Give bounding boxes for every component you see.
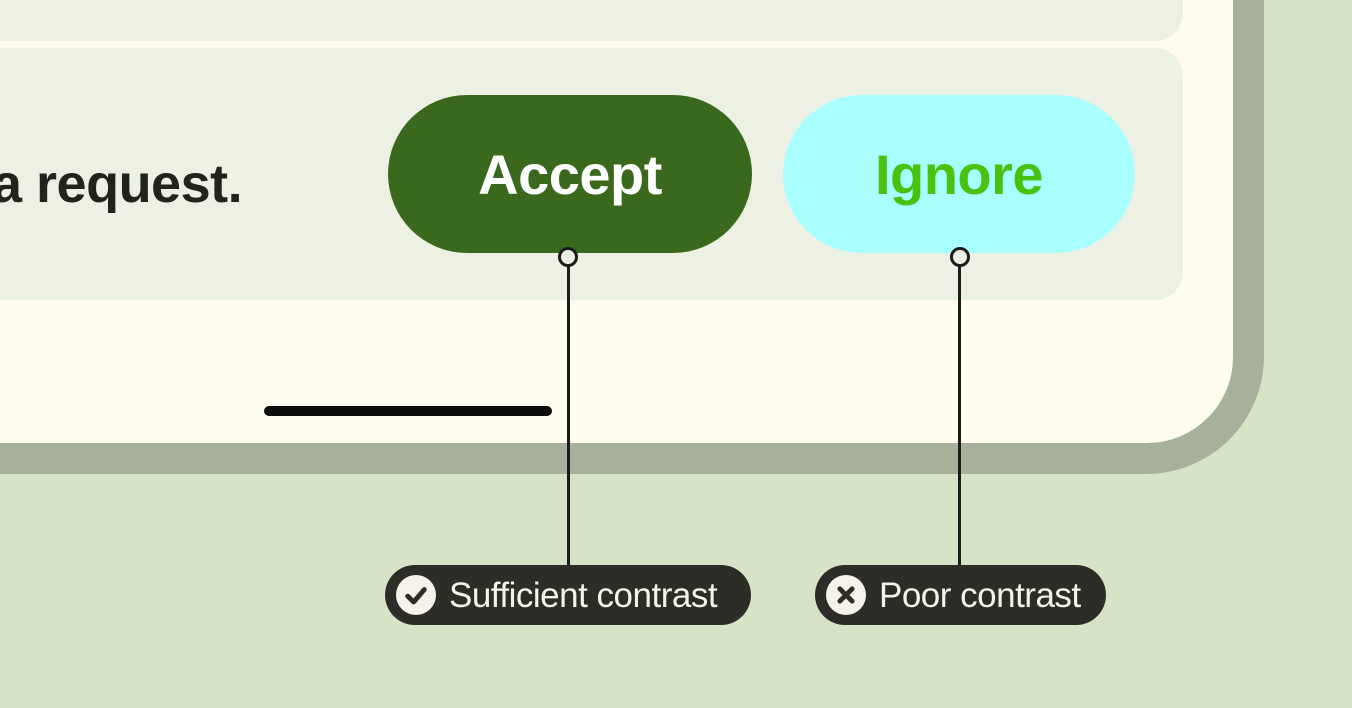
x-icon bbox=[826, 575, 866, 615]
home-indicator bbox=[264, 406, 552, 416]
callout-label: Poor contrast bbox=[879, 575, 1081, 615]
ignore-button[interactable]: Ignore bbox=[783, 95, 1135, 253]
connector-line-ignore bbox=[958, 260, 961, 566]
connector-dot-ignore bbox=[950, 247, 970, 267]
accept-button[interactable]: Accept bbox=[388, 95, 752, 253]
callout-sufficient-contrast: Sufficient contrast bbox=[385, 565, 751, 625]
connector-dot-accept bbox=[558, 247, 578, 267]
callout-label: Sufficient contrast bbox=[449, 575, 718, 615]
message-text: a request. bbox=[0, 154, 243, 214]
message-card-top bbox=[0, 0, 1183, 41]
connector-line-accept bbox=[567, 260, 570, 566]
check-icon bbox=[396, 575, 436, 615]
callout-poor-contrast: Poor contrast bbox=[815, 565, 1106, 625]
